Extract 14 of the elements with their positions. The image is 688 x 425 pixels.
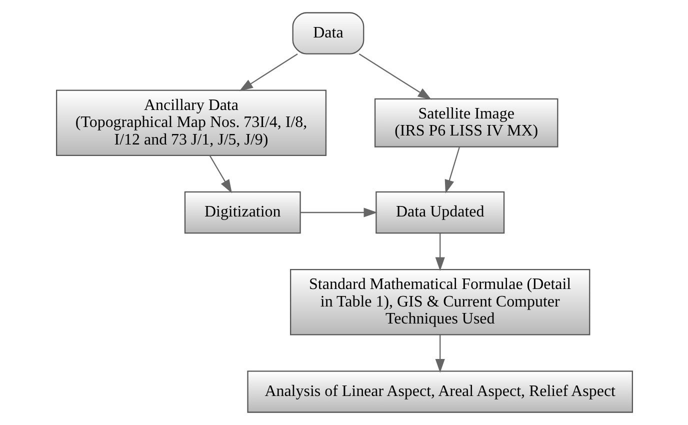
- arrow: [238, 54, 298, 92]
- arrow: [208, 155, 232, 194]
- arrow: [358, 54, 432, 100]
- arrow: [434, 233, 444, 271]
- arrow: [444, 146, 460, 194]
- node-box: Ancillary Data (Topographical Map Nos. 73I/4, I/8, I/12 and 73 J/1, J/5, J/9): [56, 90, 326, 156]
- arrow: [434, 334, 444, 373]
- node-box: Satellite Image (IRS P6 LISS IV MX): [374, 98, 558, 148]
- node-box: Data: [292, 12, 364, 54]
- arrow: [300, 208, 377, 218]
- node-box: Standard Mathematical Formulae (Detail in Table 1), GIS & Current Computer Techniques Used: [290, 269, 590, 336]
- node-box: Analysis of Linear Aspect, Areal Aspect, Relief Aspect: [246, 370, 632, 413]
- node-box: Data Updated: [375, 191, 504, 234]
- node-box: Digitization: [184, 191, 300, 234]
